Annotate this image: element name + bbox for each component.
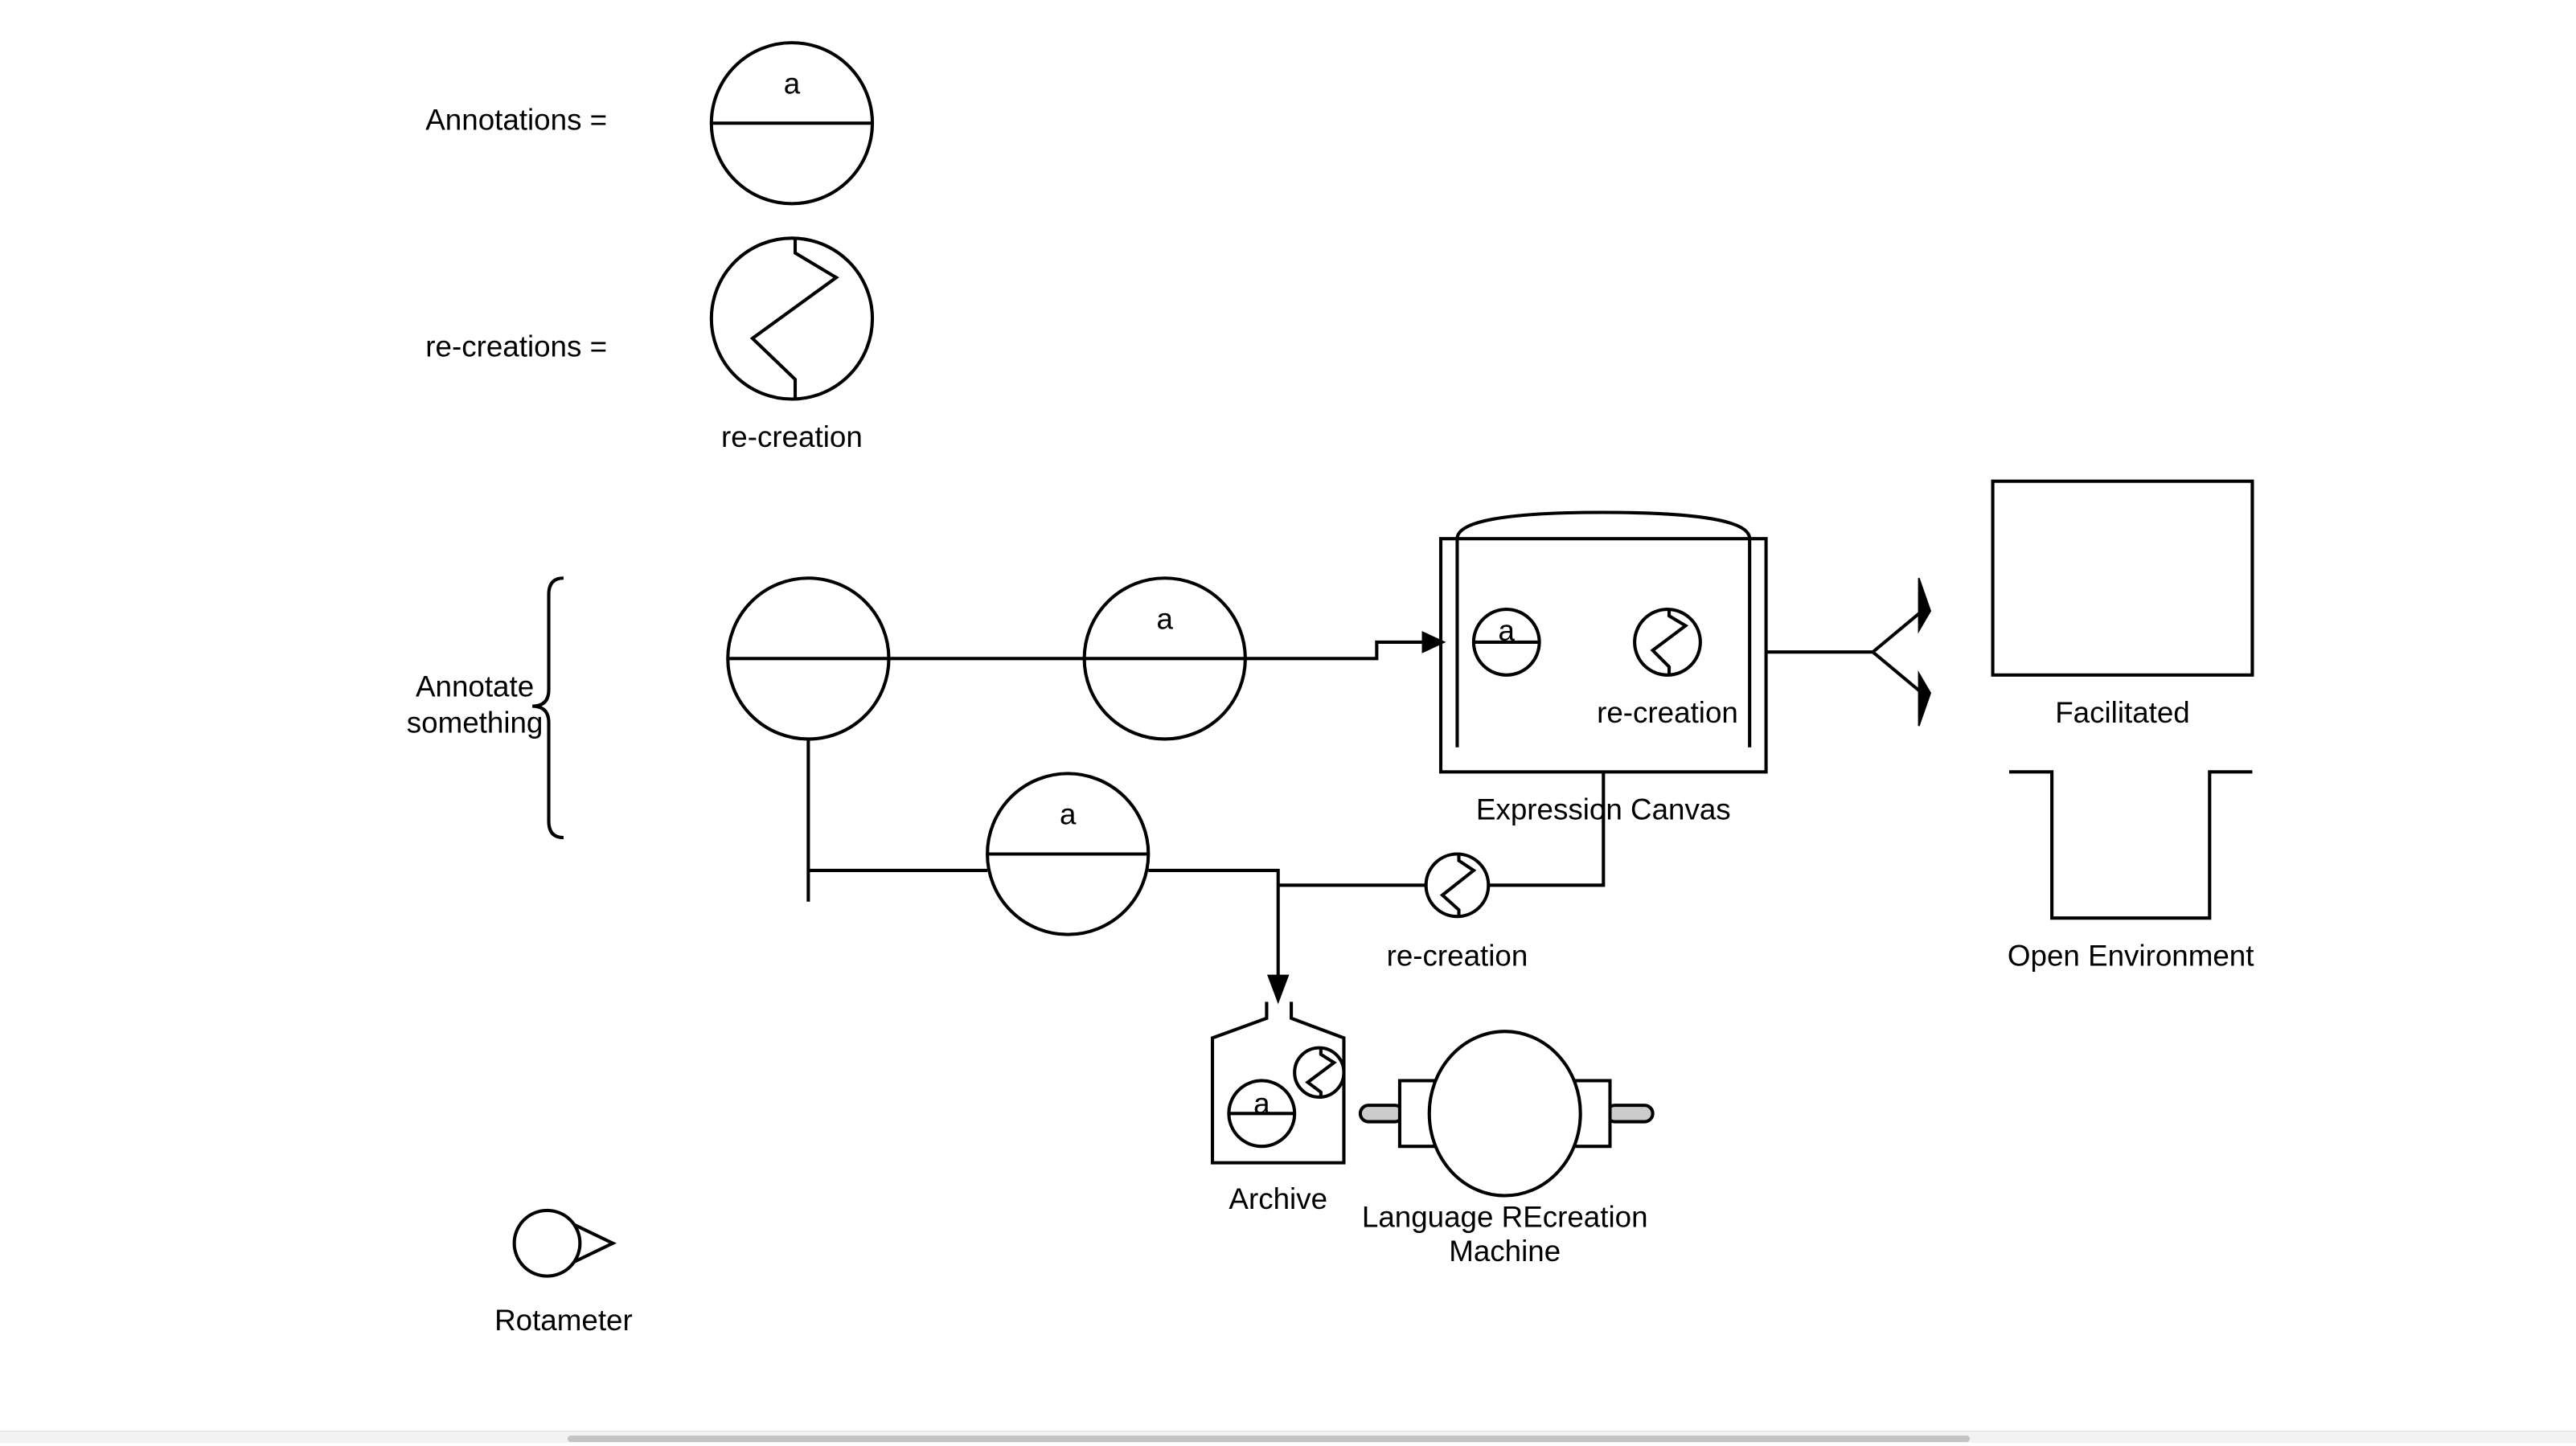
- machine-label-line1: Language REcreation: [1362, 1200, 1648, 1233]
- brace-label-line1: Annotate: [416, 670, 534, 703]
- archive-annotation-node[interactable]: a: [1227, 1079, 1297, 1149]
- canvas-recreation-node[interactable]: [1633, 608, 1702, 677]
- archive-recreation-node[interactable]: [1293, 1046, 1346, 1099]
- rotameter-label: Rotameter: [494, 1304, 633, 1337]
- legend-recreations-label: re-creations =: [425, 330, 607, 363]
- open-environment-label: Open Environment: [2008, 939, 2254, 972]
- facilitated-box[interactable]: [1991, 479, 2254, 677]
- curly-brace: [531, 576, 564, 840]
- annotation-node-bottom-letter: a: [1060, 798, 1077, 831]
- expression-canvas-label: Expression Canvas: [1476, 793, 1731, 826]
- expression-canvas-tank[interactable]: a re-creation: [1438, 510, 1768, 774]
- machine-label-line2: Machine: [1449, 1235, 1561, 1268]
- pipe-recreation-node[interactable]: [1424, 852, 1491, 919]
- archive-label: Archive: [1229, 1182, 1327, 1215]
- annotation-node-bottom[interactable]: a: [986, 772, 1151, 936]
- annotation-node-top-letter: a: [1157, 603, 1174, 636]
- annotation-node-top[interactable]: a: [1082, 576, 1247, 741]
- source-annotation-node[interactable]: [726, 576, 891, 741]
- rotameter-symbol[interactable]: [512, 1208, 617, 1278]
- legend-annotation-symbol[interactable]: a: [709, 41, 875, 206]
- brace-label-line2: something: [407, 706, 544, 739]
- canvas-recreation-label: re-creation: [1597, 696, 1738, 729]
- machine-shaft-right: [1605, 1104, 1655, 1124]
- recreation-machine[interactable]: [1358, 1030, 1655, 1198]
- open-environment-basin[interactable]: [2009, 770, 2253, 920]
- legend-recreation-caption: re-creation: [721, 420, 863, 453]
- archive-vessel[interactable]: a: [1210, 1002, 1346, 1165]
- pipes: [806, 640, 1873, 979]
- facilitated-label: Facilitated: [2055, 696, 2190, 729]
- canvas-annotation-letter: a: [1499, 614, 1516, 647]
- horizontal-scrollbar-thumb[interactable]: [568, 1436, 1970, 1442]
- arrow-to-archive-icon: [1267, 974, 1290, 1005]
- legend-recreation-symbol[interactable]: [709, 236, 875, 401]
- archive-annotation-letter: a: [1253, 1087, 1270, 1120]
- legend-annotation-letter: a: [784, 67, 801, 100]
- splitter-fork[interactable]: [1872, 577, 1932, 727]
- canvas-annotation-node[interactable]: a: [1471, 608, 1541, 677]
- legend-annotations-label: Annotations =: [425, 103, 607, 136]
- arrow-to-canvas-icon: [1421, 631, 1446, 653]
- machine-shaft-left: [1358, 1104, 1405, 1124]
- pipe-recreation-label: re-creation: [1387, 939, 1528, 972]
